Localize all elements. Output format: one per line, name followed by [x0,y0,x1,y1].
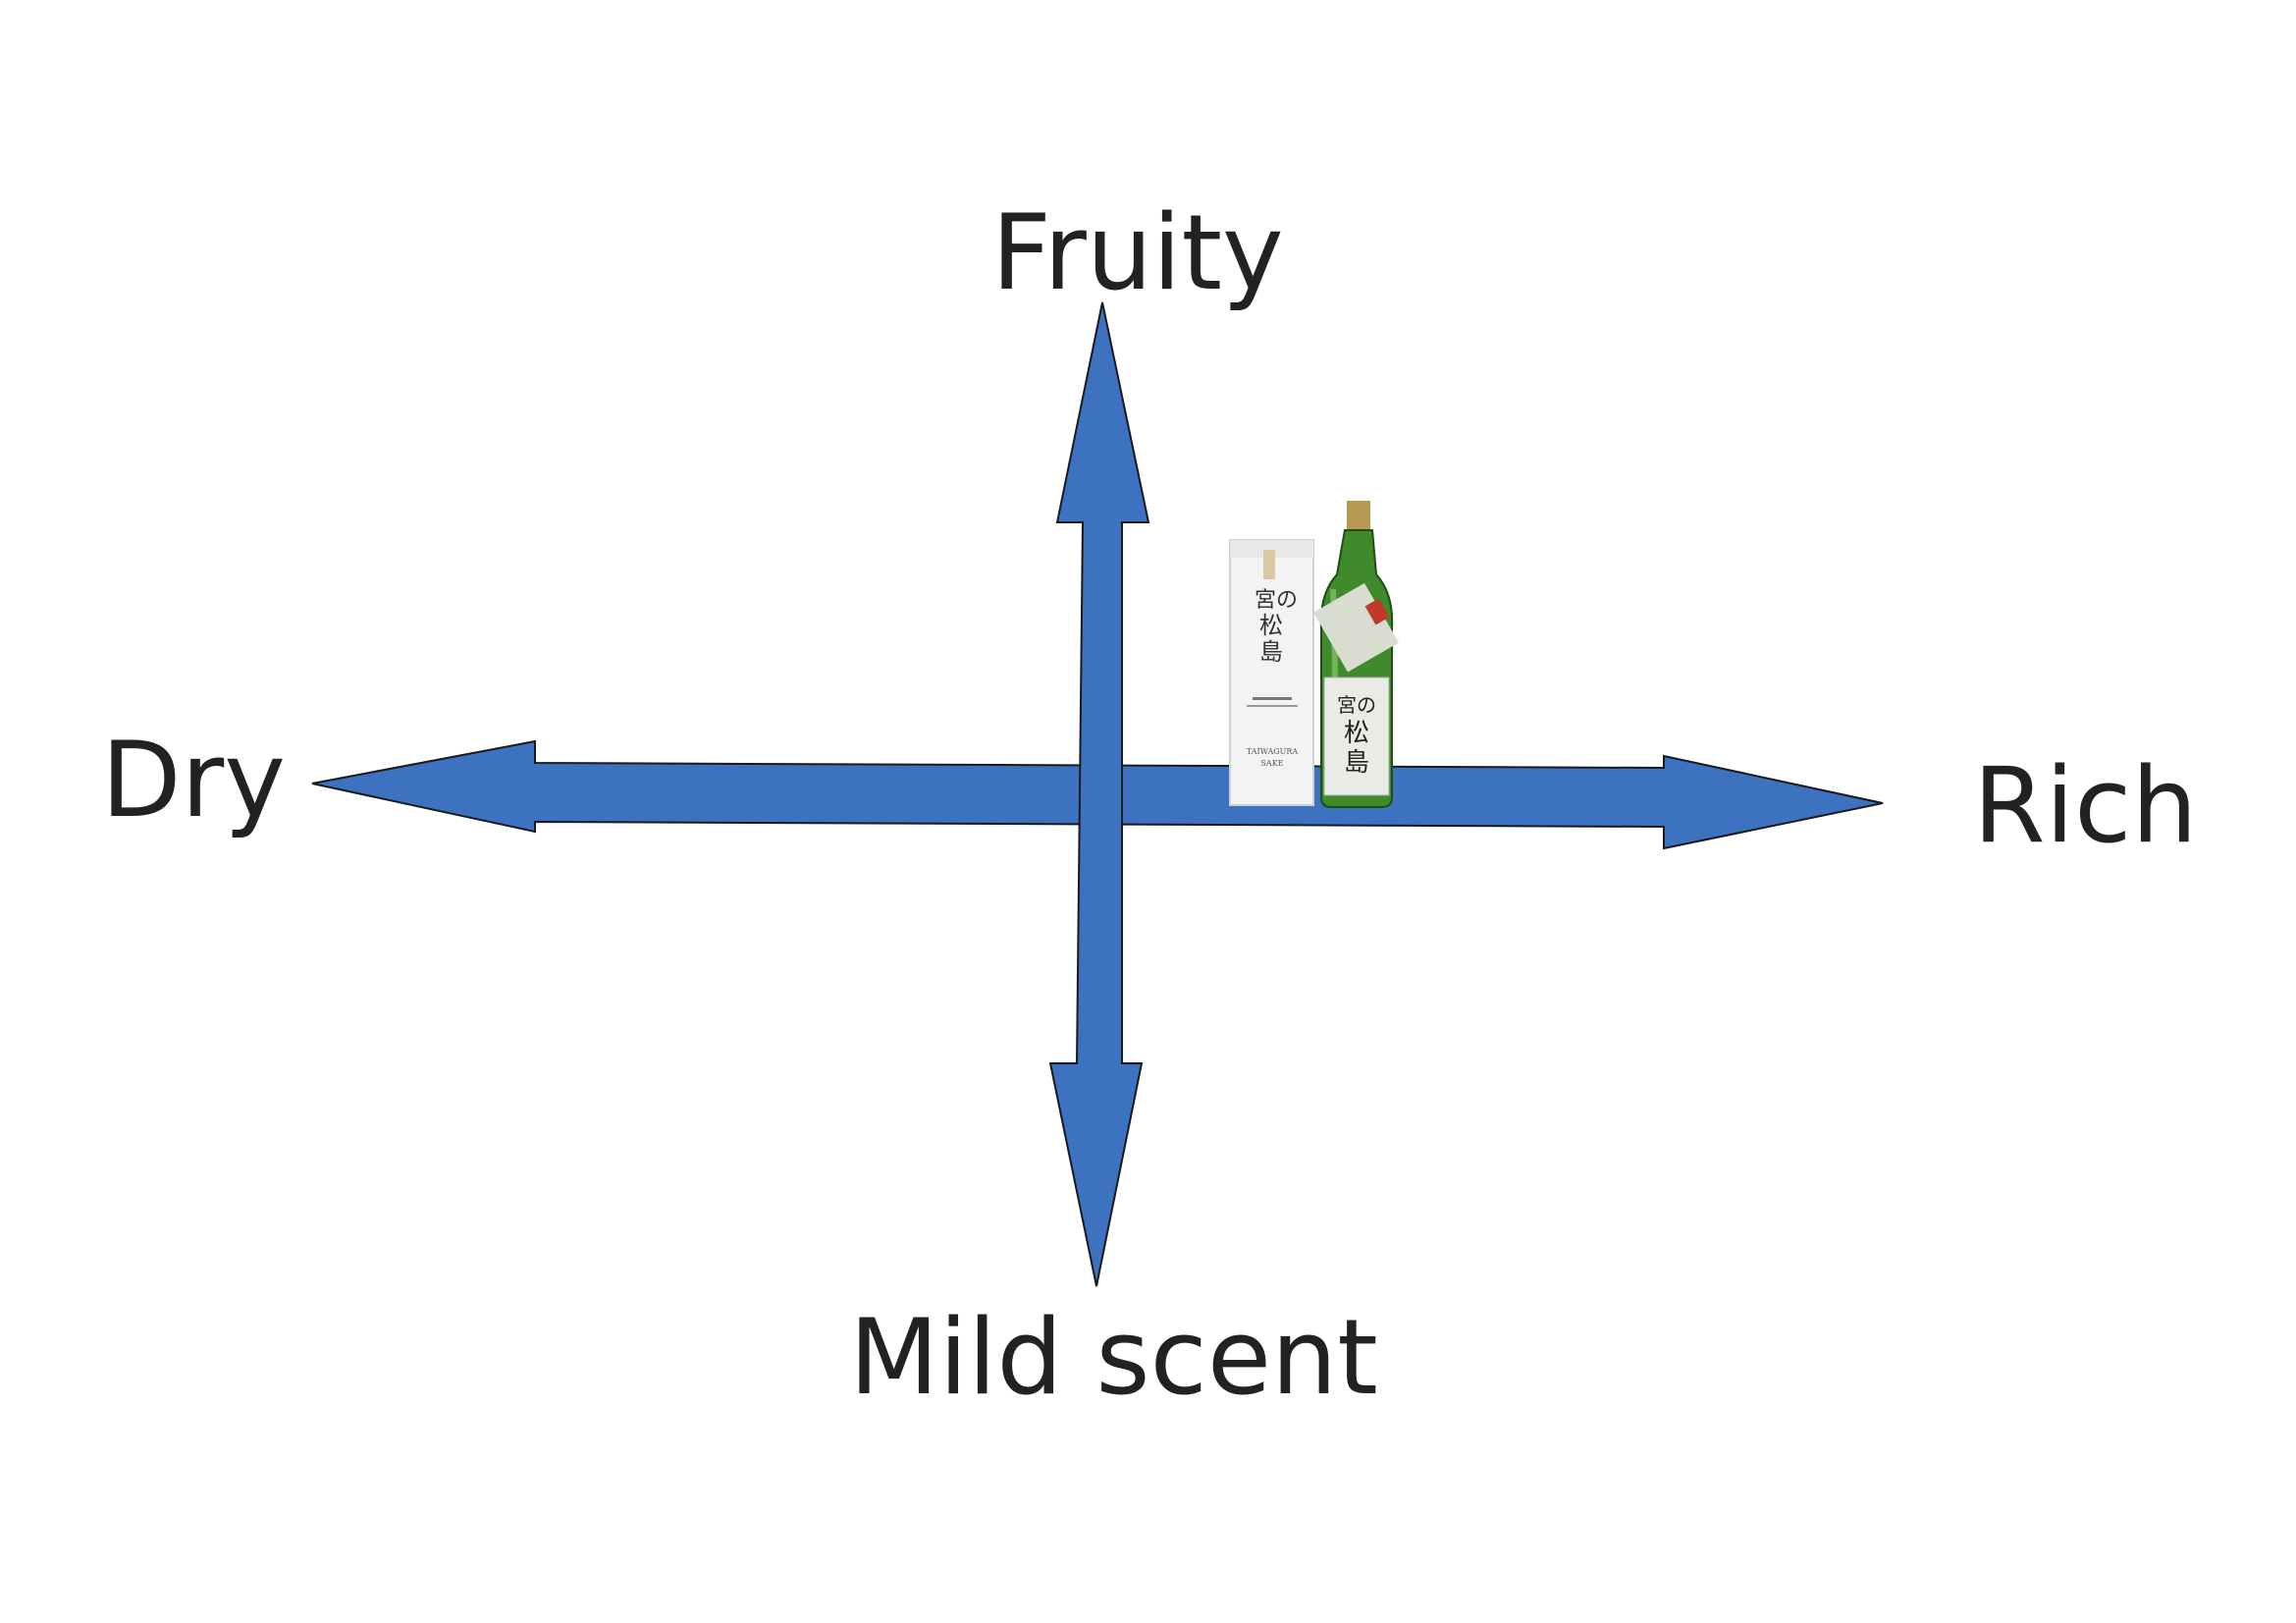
svg-text:SAKE: SAKE [1260,759,1283,768]
svg-text:TAIWAGURA: TAIWAGURA [1247,747,1299,756]
sake-box: 宮の 松 島 TAIWAGURA SAKE [1229,539,1314,806]
svg-text:松: 松 [1344,719,1369,748]
svg-text:宮の: 宮の [1337,693,1376,717]
axis-label-fruity: Fruity [991,192,1284,313]
axis-label-dry: Dry [101,720,286,840]
svg-text:宮の: 宮の [1255,588,1298,613]
sake-bottle: 宮の 松 島 [1313,501,1399,808]
svg-text:島: 島 [1259,638,1283,666]
svg-text:松: 松 [1259,612,1283,639]
vertical-axis-arrow [1048,301,1150,1287]
axis-label-rich: Rich [1973,745,2198,866]
axis-label-mild-scent: Mild scent [849,1297,1378,1418]
svg-text:島: 島 [1344,748,1369,778]
